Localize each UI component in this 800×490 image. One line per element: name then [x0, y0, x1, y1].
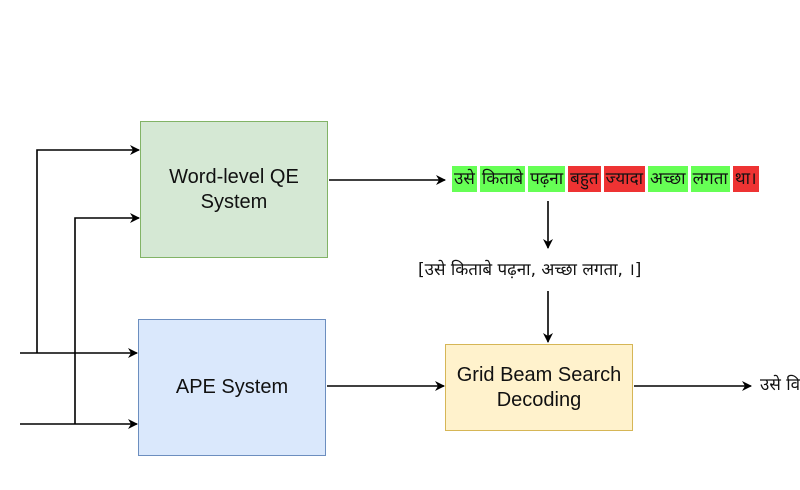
qe-token: लगता	[690, 166, 730, 192]
qe-token: अच्छा	[648, 166, 688, 192]
qe-token: उसे	[452, 166, 477, 192]
qe-system-label-line2: System	[200, 190, 268, 213]
qe-token: था।	[732, 166, 759, 192]
mt-to-qe-arrow	[74, 213, 140, 424]
output-sentence-cut: उसे वि	[760, 375, 800, 395]
ape-system-label: APE System	[175, 376, 289, 398]
ape-system-node: APE System	[138, 319, 326, 456]
gbs-label-line1: Grid Beam Search	[456, 363, 622, 386]
qe-system-label-line1: Word-level QE	[169, 165, 299, 188]
constraint-list: [उसे किताबे पढ़ना, अच्छा लगता, ।]	[418, 260, 642, 280]
qe-system-node: Word-level QE System	[140, 121, 328, 258]
grid-beam-search-node: Grid Beam Search Decoding	[445, 344, 633, 431]
qe-token: ज्यादा	[603, 166, 646, 192]
qe-token: किताबे	[479, 166, 526, 192]
src-to-qe-arrow	[36, 145, 140, 353]
gbs-label-line2: Decoding	[496, 388, 582, 411]
qe-token: पढ़ना	[528, 166, 566, 192]
qe-token: बहुत	[568, 166, 601, 192]
